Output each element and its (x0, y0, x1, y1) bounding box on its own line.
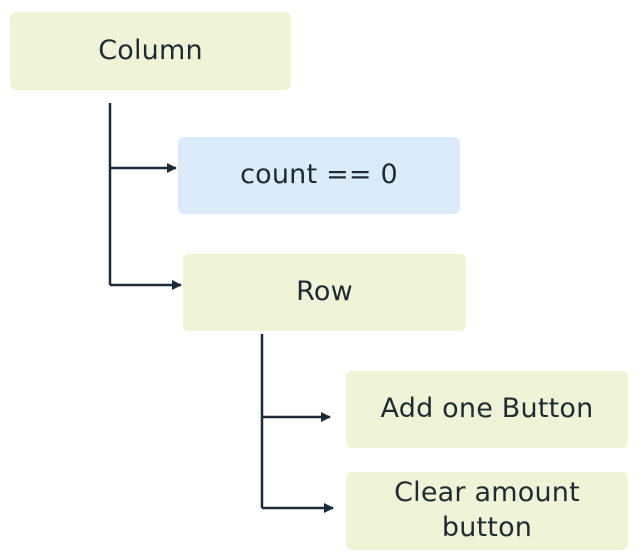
clear-amount-button-node: Clear amount button (346, 472, 628, 550)
clear-amount-button-label: Clear amount button (394, 477, 580, 543)
row-node-label: Row (296, 276, 353, 308)
row-node: Row (183, 254, 466, 331)
add-one-button-node: Add one Button (346, 371, 628, 448)
column-node: Column (10, 12, 291, 90)
condition-node: count == 0 (178, 137, 460, 214)
column-node-label: Column (98, 34, 203, 66)
condition-node-label: count == 0 (240, 159, 398, 191)
add-one-button-label: Add one Button (380, 393, 594, 425)
